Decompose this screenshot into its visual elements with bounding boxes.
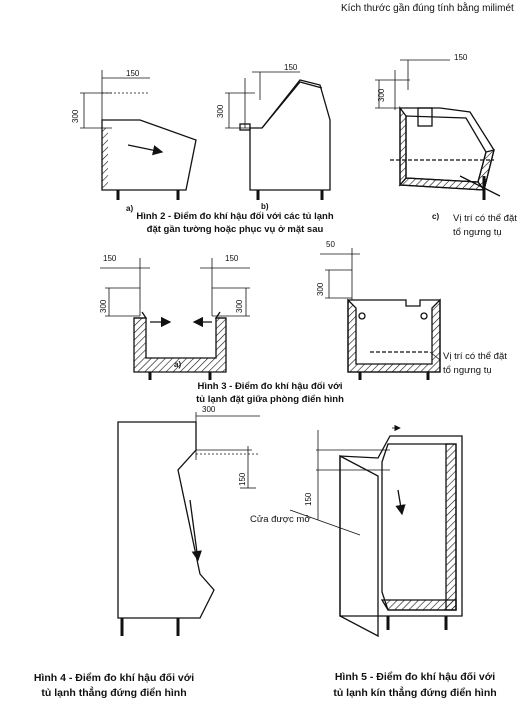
fig2c-dimension-lines — [375, 59, 450, 110]
fig3a-dimension-lines — [100, 258, 250, 317]
fig4-caption-line1: Hình 4 - Điểm đo khí hậu đối với — [33, 672, 195, 684]
dim-label-300-fig2b: 300 — [216, 104, 225, 118]
dim-label-150-fig2c: 150 — [454, 53, 468, 62]
sublabel-fig2b: b) — [261, 202, 269, 211]
fig2a-cabinet — [101, 119, 197, 200]
fig2b-dimension-lines — [225, 71, 300, 129]
fig3-condenser-note-line1: Vị trí có thể đặt — [443, 351, 507, 362]
sublabel-fig2a: a) — [126, 204, 134, 213]
sublabel-fig3a: a) — [174, 360, 182, 369]
door-open-label: Cửa được mở — [250, 514, 311, 525]
fig3-caption-line2: tủ lạnh đặt giữa phòng điển hình — [196, 394, 344, 405]
dim-label-150-fig3a-right: 150 — [225, 254, 239, 263]
fig2-condenser-note-line2: tổ ngưng tụ — [453, 227, 502, 238]
fig4-dimension-lines — [195, 412, 260, 489]
dim-label-150-fig2b: 150 — [284, 63, 298, 72]
dim-label-300-fig3b: 300 — [316, 282, 325, 296]
fig2-caption-line1: Hình 2 - Điểm đo khí hậu đối với các tủ … — [136, 211, 334, 222]
dim-label-150-fig5: 150 — [304, 492, 313, 506]
fig5-caption-line2: tủ lạnh kín thẳng đứng điển hình — [333, 687, 497, 699]
fig5-caption-line1: Hình 5 - Điểm đo khí hậu đối với — [334, 671, 496, 683]
dim-label-300-fig2c: 300 — [377, 88, 386, 102]
fig2a-dimension-lines — [80, 70, 150, 130]
fig3b-dimension-lines — [320, 248, 441, 361]
dim-label-300-fig3a-left: 300 — [99, 299, 108, 313]
dim-label-150-fig3a-left: 150 — [103, 254, 117, 263]
fig2-condenser-note-line1: Vị trí có thể đặt — [453, 213, 517, 224]
fig3a-cabinet — [133, 311, 227, 380]
fig2c-cabinet — [390, 106, 501, 200]
fig4-caption-line2: tủ lạnh thẳng đứng điển hình — [41, 687, 187, 699]
dim-label-300-fig3a-right: 300 — [235, 299, 244, 313]
fig4-cabinet — [117, 421, 215, 636]
fig3b-cabinet — [347, 298, 441, 380]
dim-label-300-fig4: 300 — [202, 405, 216, 414]
sublabel-fig2c: c) — [432, 212, 440, 221]
fig3-caption-line1: Hình 3 - Điểm đo khí hậu đối với — [197, 381, 343, 392]
fig2b-cabinet — [239, 79, 331, 200]
dim-label-50-fig3b: 50 — [326, 240, 335, 249]
units-note: Kích thước gần đúng tính bằng milimét — [341, 3, 514, 14]
dim-label-300-fig2a: 300 — [71, 109, 80, 123]
fig5-cabinet — [339, 435, 463, 638]
dim-label-150-fig4: 150 — [238, 472, 247, 486]
fig5-dimension-lines — [289, 424, 401, 536]
fig3-condenser-note-line2: tổ ngưng tụ — [443, 365, 492, 376]
dim-label-150-fig2a: 150 — [126, 69, 140, 78]
fig2-caption-line2: đặt gần tường hoặc phục vụ ở mặt sau — [146, 224, 324, 235]
